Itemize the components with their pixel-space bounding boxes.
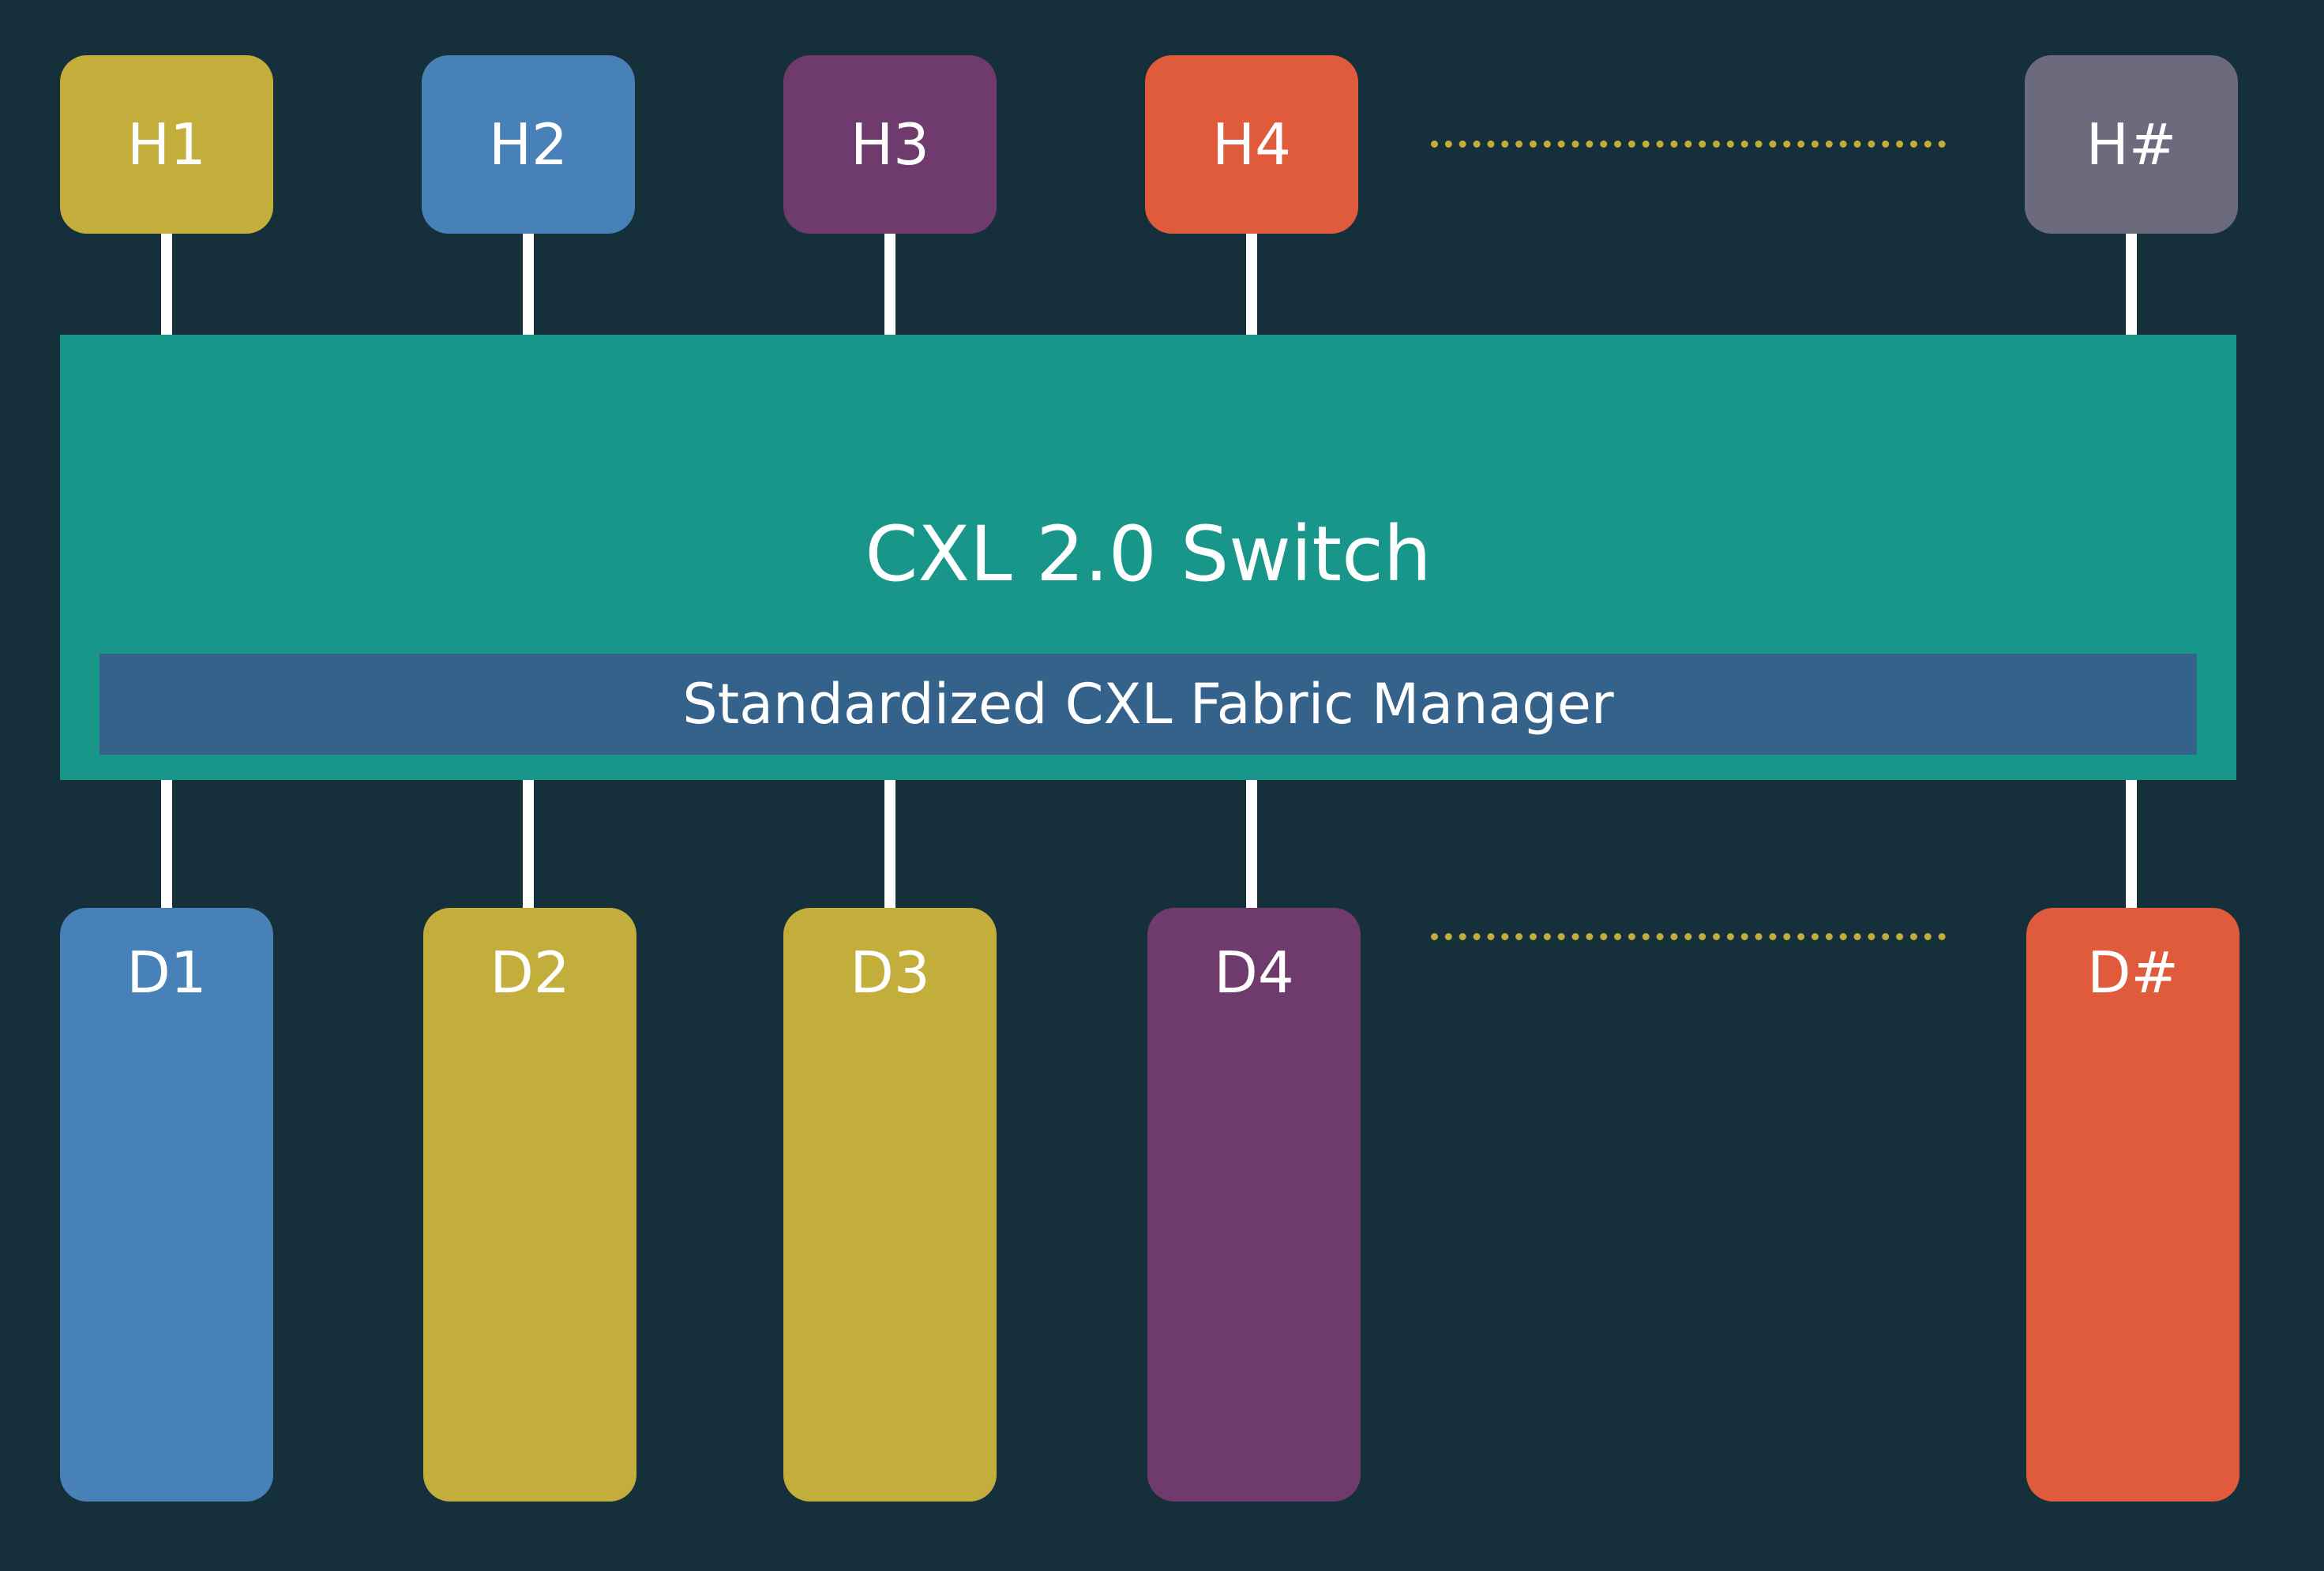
fabric-manager-bar: Standardized CXL Fabric Manager xyxy=(99,654,2197,755)
cxl-switch-block: CXL 2.0 Switch Standardized CXL Fabric M… xyxy=(60,335,2236,780)
host-box-h1: H1 xyxy=(60,55,273,234)
host-ellipsis-dots xyxy=(1431,141,1946,148)
device-link-d1 xyxy=(161,780,172,908)
device-box-d2: D2 xyxy=(423,908,636,1502)
host-box-h-n: H# xyxy=(2025,55,2238,234)
host-link-h2 xyxy=(523,234,534,335)
host-link-h3 xyxy=(884,234,895,335)
host-link-h4 xyxy=(1246,234,1257,335)
device-link-d-n xyxy=(2126,780,2137,908)
host-link-h-n xyxy=(2126,234,2137,335)
device-box-d-n: D# xyxy=(2026,908,2240,1502)
fabric-manager-label: Standardized CXL Fabric Manager xyxy=(682,672,1614,737)
switch-title: CXL 2.0 Switch xyxy=(865,510,1432,598)
device-box-d3: D3 xyxy=(783,908,997,1502)
device-link-d3 xyxy=(884,780,895,908)
host-box-h3: H3 xyxy=(783,55,997,234)
device-ellipsis-dots xyxy=(1431,933,1946,940)
device-link-d2 xyxy=(523,780,534,908)
device-link-d4 xyxy=(1246,780,1257,908)
host-box-h2: H2 xyxy=(422,55,635,234)
host-link-h1 xyxy=(161,234,172,335)
device-box-d1: D1 xyxy=(60,908,273,1502)
device-box-d4: D4 xyxy=(1147,908,1361,1502)
host-box-h4: H4 xyxy=(1145,55,1358,234)
